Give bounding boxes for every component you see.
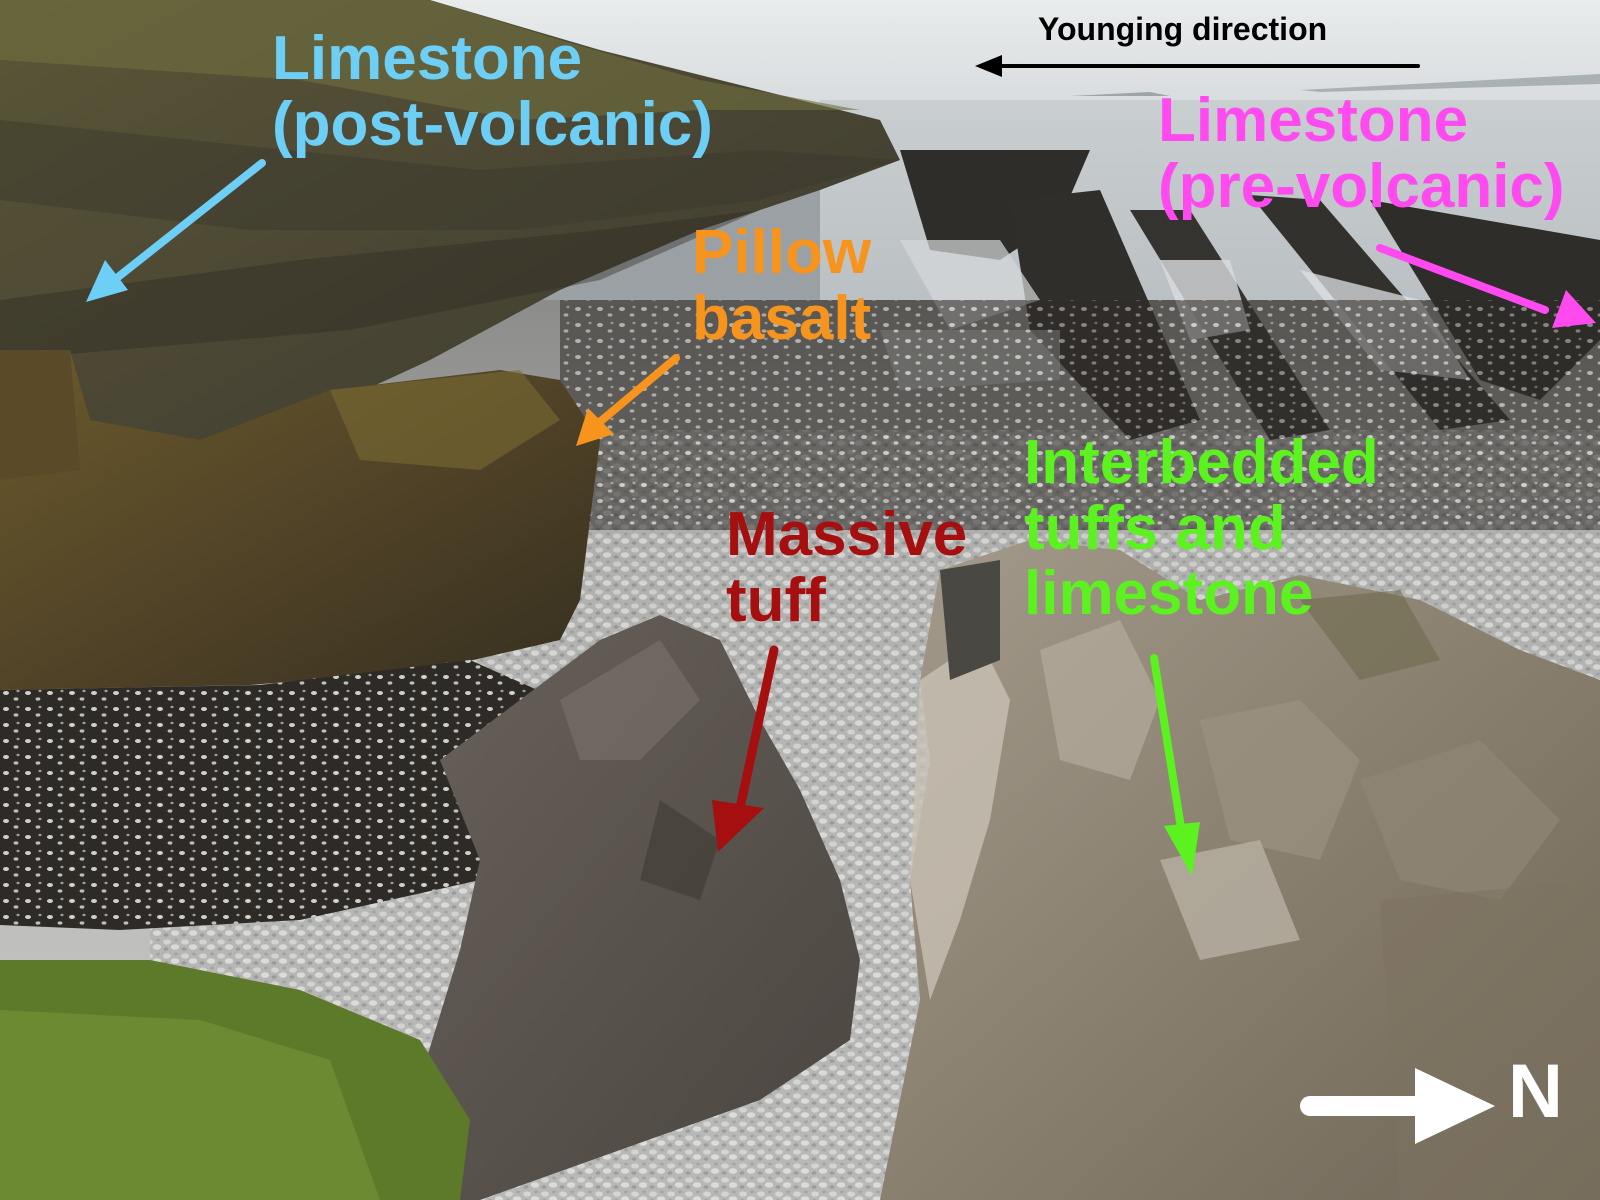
limestone-post-volcanic-label: Limestone (post-volcanic)	[272, 26, 713, 157]
pillow-basalt-line1: Pillow	[692, 218, 872, 287]
interbedded-line2: tuffs and	[1024, 493, 1286, 563]
interbedded-label: Interbedded tuffs and limestone	[1024, 430, 1379, 627]
north-arrowhead	[1415, 1068, 1495, 1144]
pillow-basalt-line2: basalt	[692, 283, 872, 353]
massive-tuff-label: Massive tuff	[726, 502, 967, 633]
limestone-post-line2: (post-volcanic)	[272, 89, 713, 159]
limestone-pre-volcanic-label: Limestone (pre-volcanic)	[1158, 88, 1565, 219]
younging-arrowhead	[975, 55, 1002, 77]
massive-tuff-line2: tuff	[726, 565, 826, 635]
massive-tuff-line1: Massive	[726, 500, 968, 569]
limestone-pre-line2: (pre-volcanic)	[1158, 151, 1565, 221]
interbedded-line3: limestone	[1024, 559, 1314, 629]
limestone-post-line1: Limestone	[272, 24, 583, 93]
north-label: N	[1508, 1049, 1563, 1134]
limestone-pre-line1: Limestone	[1158, 86, 1469, 155]
interbedded-line1: Interbedded	[1024, 428, 1379, 497]
pillow-basalt-label: Pillow basalt	[692, 220, 871, 351]
younging-direction-label: Younging direction	[1038, 11, 1328, 47]
